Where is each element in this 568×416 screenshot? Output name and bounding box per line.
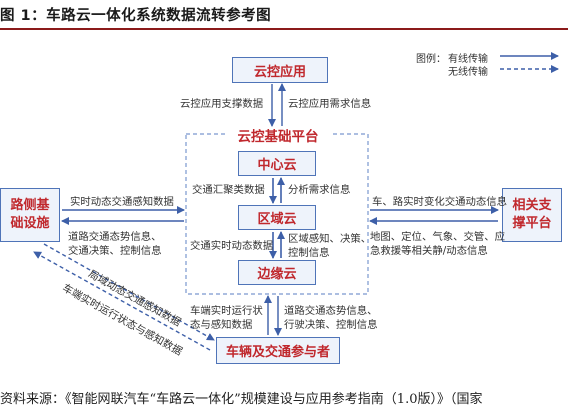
platform-title: 云控基础平台: [237, 129, 319, 145]
legend-wired-label: 有线传输: [448, 54, 488, 65]
label-roadside-realtime: 实时动态交通感知数据: [70, 196, 174, 208]
cloud-app-label: 云控应用: [253, 64, 306, 80]
label-app-support-data: 云控应用支撑数据: [180, 98, 264, 110]
arrow-wireless-vehicles-to-roadside: [33, 251, 211, 351]
label-vehicle-road-change: 车、路实时变化交通动态信息: [372, 196, 508, 208]
edge-cloud-label: 边缘云: [257, 267, 297, 282]
label-road-traffic-line2: 交通决策、控制信息: [68, 245, 162, 257]
label-region-perception: 区域感知、决策、 控制信息: [288, 232, 371, 260]
platform-title-bg: [226, 127, 330, 141]
label-traffic-aggregate: 交通汇聚类数据: [192, 184, 265, 196]
label-vehicle-runtime-line1: 车端实时运行状: [190, 305, 263, 317]
regional-cloud-box: 区域云: [238, 205, 316, 230]
title-rule: [0, 28, 568, 30]
roadside-box: 路侧基础设施: [0, 188, 60, 242]
label-road-traffic-line1: 道路交通态势信息、: [68, 231, 162, 243]
vehicles-label: 车辆及交通参与者: [225, 345, 330, 360]
cloud-app-box: 云控应用: [232, 57, 328, 83]
label-app-demand-info: 云控应用需求信息: [288, 98, 372, 110]
legend-title: 图例：: [416, 54, 446, 65]
label-support-info-line1: 地图、定位、气象、交管、应: [370, 231, 506, 243]
label-edge-to-vehicle-line2: 行驶决策、控制信息: [284, 319, 378, 331]
label-analysis-demand: 分析需求信息: [288, 184, 351, 196]
label-road-traffic: 道路交通态势信息、 交通决策、控制信息: [68, 230, 162, 258]
support-label: 相关支撑平台: [512, 198, 552, 231]
figure-source: 资料来源：《智能网联汽车“车路云一体化”规模建设与应用参考指南（1.0版）》（国…: [0, 392, 483, 407]
label-realtime-dynamic: 交通实时动态数据: [190, 240, 274, 252]
roadside-label: 路侧基础设施: [10, 198, 50, 231]
legend-wireless-label: 无线传输: [448, 67, 488, 78]
central-cloud-box: 中心云: [238, 151, 316, 176]
label-support-info: 地图、定位、气象、交管、应 急救援等相关静/动态信息: [370, 230, 505, 258]
central-cloud-label: 中心云: [257, 158, 297, 173]
label-region-perception-line1: 区域感知、决策、: [288, 233, 372, 245]
figure-title: 图 1：车路云一体化系统数据流转参考图: [0, 8, 272, 24]
label-vehicle-runtime: 车端实时运行状 态与感知数据: [190, 304, 263, 332]
label-support-info-line2: 急救援等相关静/动态信息: [370, 245, 488, 257]
regional-cloud-label: 区域云: [257, 212, 297, 227]
support-box: 相关支撑平台: [502, 188, 562, 242]
arrow-wireless-roadside-to-vehicles: [43, 243, 215, 341]
label-edge-to-vehicle: 道路交通态势信息、 行驶决策、控制信息: [284, 304, 378, 332]
label-edge-to-vehicle-line1: 道路交通态势信息、: [284, 305, 378, 317]
vehicles-box: 车辆及交通参与者: [216, 337, 340, 364]
edge-cloud-box: 边缘云: [238, 260, 316, 285]
label-vehicle-runtime-line2: 态与感知数据: [190, 319, 253, 331]
label-region-perception-line2: 控制信息: [288, 247, 330, 259]
